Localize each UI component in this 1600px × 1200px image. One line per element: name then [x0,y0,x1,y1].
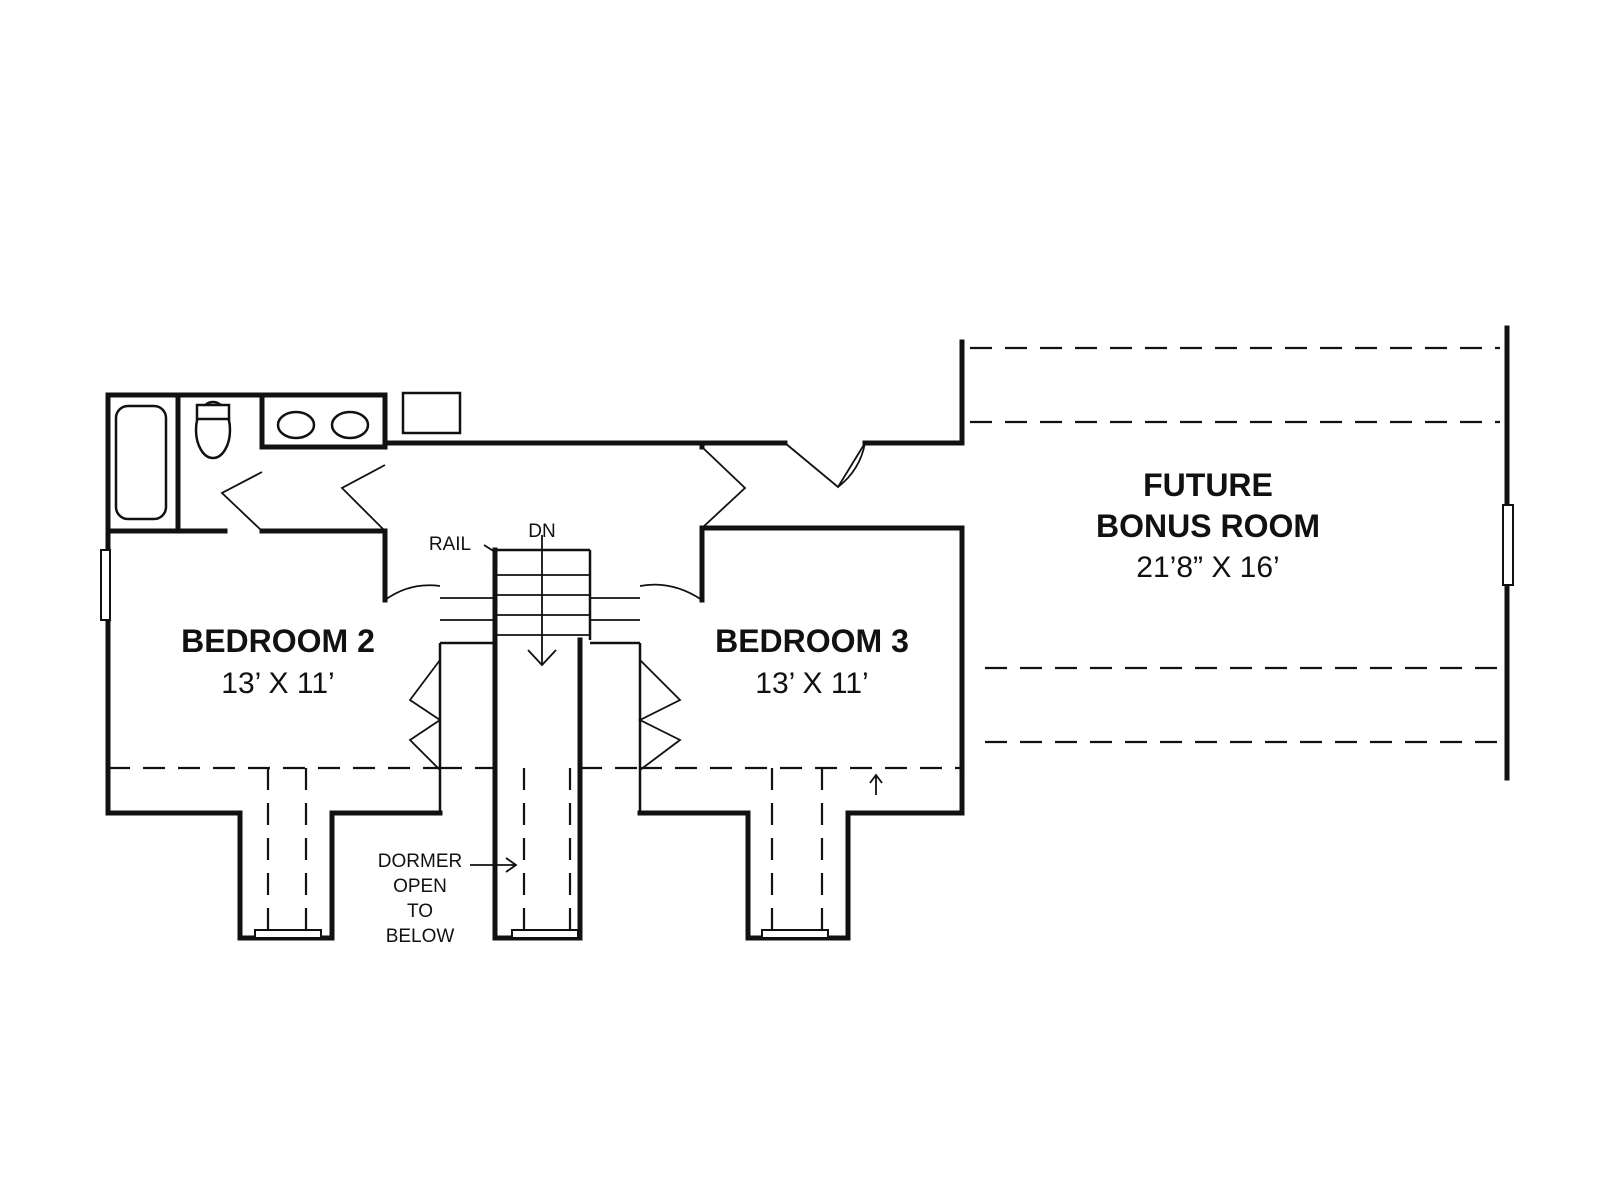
rail-label: RAIL [429,534,471,555]
sink-icon [276,410,316,440]
future-bonus-room [970,325,1514,781]
dormer-arrow-icon [470,857,518,873]
sink-icon [330,410,370,440]
window [511,929,579,939]
window [100,549,111,621]
linen-box [401,391,462,435]
bedroom-3-name: BEDROOM 3 [715,623,909,659]
dormer-label-line-3: TO [407,901,433,922]
window [254,929,322,939]
labels: BEDROOM 2 13’ X 11’ BEDROOM 3 13’ X 11’ … [181,467,1320,947]
dormer-label-line-2: OPEN [393,876,447,897]
bedroom-3 [590,525,965,941]
rail-arrow-icon [483,544,496,553]
bedroom-2-name: BEDROOM 2 [181,623,375,659]
bedroom-3-dimensions: 13’ X 11’ [755,667,868,700]
stair-arrow-icon [527,535,557,667]
bedroom-2 [100,528,495,941]
bathroom [105,391,462,536]
up-arrow-icon [869,773,883,795]
dormer-label-line-4: BELOW [386,926,455,947]
bonus-room-dimensions: 21’8” X 16’ [1136,551,1279,584]
hallway [382,339,965,529]
window [761,929,829,939]
door-swing [784,442,866,489]
bonus-room-name-line-2: BONUS ROOM [1096,508,1320,544]
stairway [440,535,640,941]
bonus-room-name-line-1: FUTURE [1143,467,1273,503]
bathtub-icon [114,404,168,521]
window [1502,504,1514,586]
stair-direction-label: DN [528,521,555,542]
bedroom-2-dimensions: 13’ X 11’ [221,667,334,700]
dormer-label-line-1: DORMER [378,851,462,872]
